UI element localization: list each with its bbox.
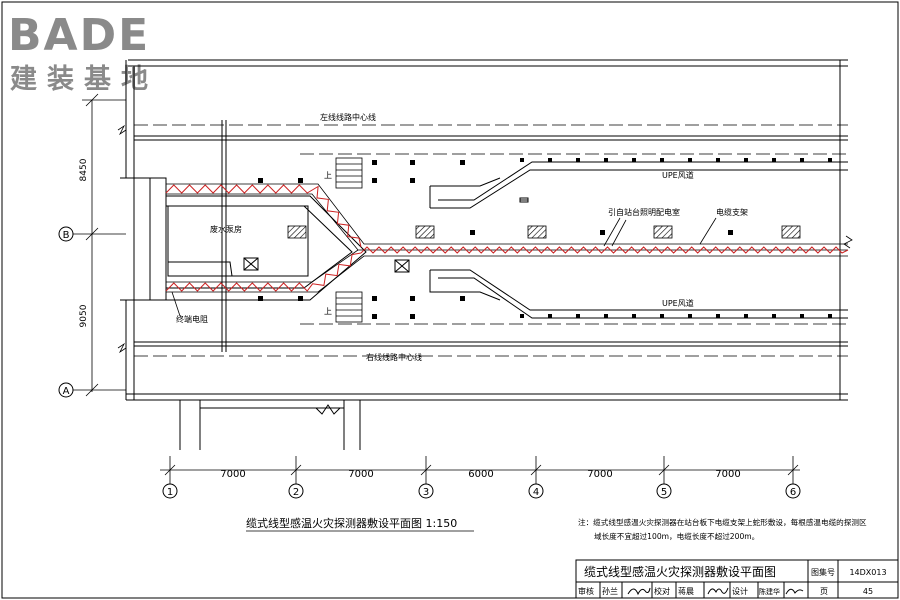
column-axis-label-5: 5 [661, 487, 667, 498]
logo-subtitle-text: 建装基地 [10, 64, 158, 95]
label-upe-top: UPE风道 [662, 170, 694, 180]
heat-detector-cable-top [165, 184, 362, 248]
column-axis-label-1: 1 [167, 487, 173, 498]
span-dimension-3: 6000 [468, 469, 493, 480]
title-block-grid [575, 559, 899, 599]
page-number: 45 [863, 587, 873, 596]
column-axis-markers [162, 483, 801, 499]
brand-logo: BADE 建装基地 [8, 12, 188, 102]
note-line-2: 域长度不宜超过100m，电缆长度不超过200m。 [594, 531, 759, 541]
label-left-centerline: 左线线路中心线 [320, 112, 376, 122]
row-axis-label-a: A [63, 386, 70, 397]
duct-markers [520, 158, 832, 318]
platform-markers [258, 160, 733, 319]
reviewer-signature [627, 587, 651, 596]
column-dimension-lines [160, 456, 800, 484]
atlas-label: 图集号 [811, 567, 835, 577]
label-up-top: 上 [324, 171, 332, 180]
review-label: 审核 [578, 586, 594, 596]
heat-detector-cable-bottom [165, 252, 362, 292]
row-dimension-8450: 8450 [79, 158, 89, 181]
figure-caption: 缆式线型感温火灾探测器敷设平面图 1:150 [246, 516, 457, 530]
logo-brand-text: BADE [8, 10, 151, 61]
equipment-box-1 [287, 225, 307, 239]
checker-signature [707, 587, 729, 595]
designer-signature [785, 588, 804, 595]
span-dimension-5: 7000 [715, 469, 740, 480]
junction-box-pump [243, 257, 259, 271]
designer-name: 陈建华 [759, 587, 780, 596]
upe-ducts [429, 161, 848, 319]
stair-bottom [335, 291, 363, 323]
span-dimension-4: 7000 [587, 469, 612, 480]
station-walls [120, 59, 848, 450]
row-axis-marker-b [58, 226, 74, 242]
reviewer-name: 孙兰 [602, 586, 618, 596]
heat-detector-cable-main [360, 246, 849, 254]
label-cable-tray: 电缆支架 [716, 207, 748, 217]
cable-tray-lines [166, 183, 848, 293]
title-block-title: 缆式线型感温火灾探测器敷设平面图 [584, 564, 776, 579]
column-axis-label-4: 4 [533, 487, 539, 498]
span-dimension-1: 7000 [220, 469, 245, 480]
row-axis-marker-a [58, 382, 74, 398]
junction-box-center [394, 259, 410, 273]
break-marks [117, 124, 853, 354]
label-pump-room: 废水泵房 [210, 224, 242, 234]
label-leaders [171, 217, 717, 317]
atlas-number: 14DX013 [849, 568, 886, 577]
label-upe-bottom: UPE风道 [662, 298, 694, 308]
span-dimension-2: 7000 [348, 469, 373, 480]
label-cable-source: 引自站台照明配电室 [608, 207, 680, 217]
track-centerlines [134, 124, 848, 357]
row-dimension-9050: 9050 [79, 304, 89, 327]
stair-top [335, 157, 363, 189]
label-up-bottom: 上 [324, 307, 332, 316]
design-label: 设计 [732, 586, 748, 596]
structural-columns [415, 225, 801, 239]
row-dimension-lines [70, 93, 126, 397]
checker-name: 蒋晨 [678, 586, 694, 596]
label-terminal-resistor: 终端电阻 [176, 314, 208, 324]
column-axis-label-2: 2 [293, 487, 299, 498]
note-line-1: 注：缆式线型感温火灾探测器在站台板下电缆支架上蛇形敷设，每根感温电缆的探测区 [578, 517, 867, 527]
label-right-centerline: 右线线路中心线 [366, 352, 422, 362]
row-axis-label-b: B [63, 230, 70, 241]
check-label: 校对 [654, 586, 670, 596]
page-label: 页 [820, 587, 828, 596]
column-axis-label-6: 6 [790, 487, 796, 498]
column-axis-label-3: 3 [423, 487, 429, 498]
